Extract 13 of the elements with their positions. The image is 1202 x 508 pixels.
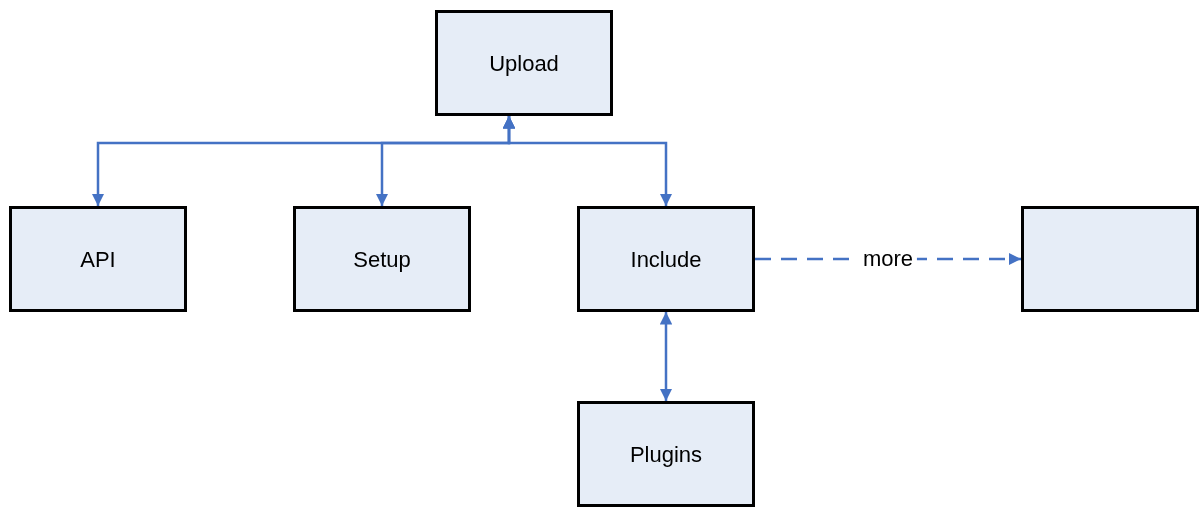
- node-label: Upload: [489, 49, 559, 78]
- node-label: Setup: [353, 245, 411, 274]
- node-label: Plugins: [629, 440, 703, 469]
- process-box: [577, 206, 755, 312]
- process-box: [577, 401, 755, 507]
- process-box: [435, 10, 613, 116]
- node-label: Include: [630, 245, 702, 274]
- process-box: [9, 206, 187, 312]
- process-box: [293, 206, 471, 312]
- empty-box: [1021, 206, 1199, 312]
- arrow: [659, 312, 673, 401]
- node-label: API: [80, 245, 116, 274]
- arrow: [502, 116, 673, 206]
